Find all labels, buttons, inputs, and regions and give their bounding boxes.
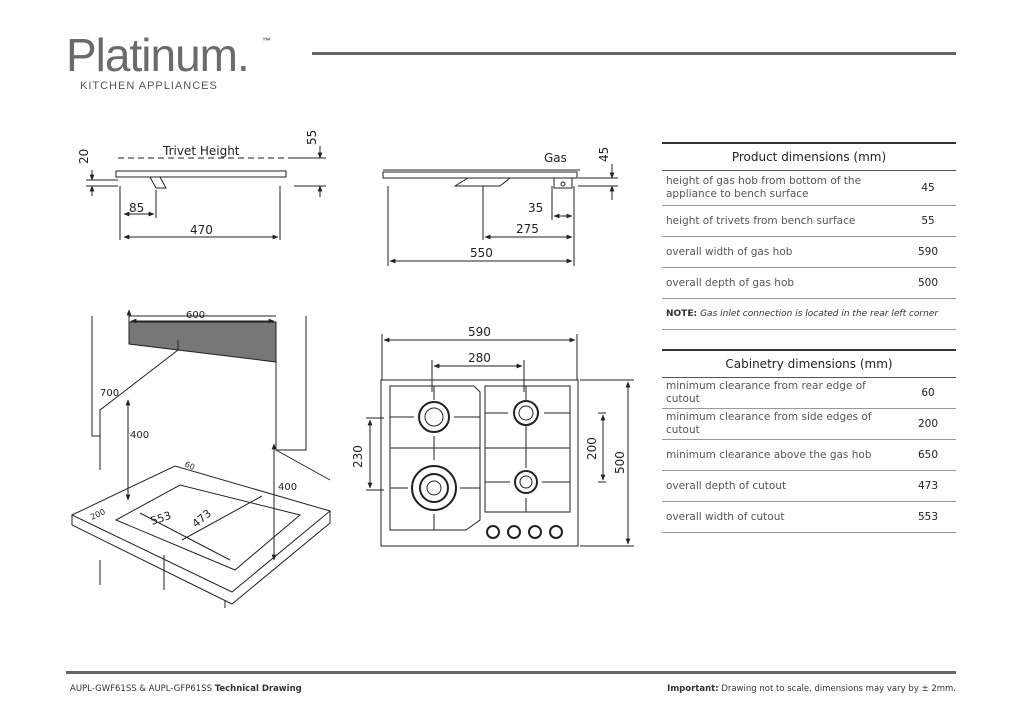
footer-model-info: AUPL-GWF61SS & AUPL-GFP61SS Technical Dr… [70, 684, 302, 694]
row-value: 200 [917, 418, 939, 430]
dim-280: 280 [468, 351, 491, 365]
table-row: overall depth of gas hob 500 [662, 268, 956, 299]
row-value: 553 [917, 511, 939, 523]
dim-470: 470 [190, 223, 213, 237]
row-label: overall width of gas hob [666, 245, 793, 258]
header-rule [312, 52, 956, 55]
important-label: Important: [667, 684, 719, 694]
footer-disclaimer: Important: Drawing not to scale, dimensi… [667, 684, 956, 694]
row-label: overall depth of gas hob [666, 276, 795, 289]
dim-400-right: 400 [278, 482, 297, 493]
product-table-title: Product dimensions (mm) [662, 142, 956, 171]
dim-550: 550 [470, 246, 493, 260]
table-row: overall width of cutout 553 [662, 502, 956, 533]
row-label: overall depth of cutout [666, 479, 787, 492]
dim-20: 20 [77, 149, 91, 164]
table-row: minimum clearance from rear edge of cuto… [662, 378, 956, 409]
important-text: Drawing not to scale, dimensions may var… [721, 684, 956, 694]
table-row: overall width of gas hob 590 [662, 237, 956, 268]
table-row: minimum clearance from side edges of cut… [662, 409, 956, 440]
table-row: overall depth of cutout 473 [662, 471, 956, 502]
dim-590: 590 [468, 325, 491, 339]
row-value: 60 [921, 387, 935, 399]
side-view-drawing [86, 146, 326, 240]
note-label: NOTE: [666, 309, 698, 319]
dim-35: 35 [528, 201, 543, 215]
cabinetry-table-title: Cabinetry dimensions (mm) [662, 349, 956, 378]
row-value: 473 [917, 480, 939, 492]
dim-55: 55 [305, 130, 319, 145]
document-type: Technical Drawing [214, 684, 302, 694]
dim-60: 60 [183, 460, 196, 472]
dim-400-left: 400 [130, 430, 149, 441]
gas-inlet-note: NOTE: Gas inlet connection is located in… [662, 299, 956, 330]
row-value: 55 [921, 215, 935, 227]
row-value: 590 [917, 246, 939, 258]
row-label: minimum clearance from rear edge of cuto… [666, 380, 866, 405]
row-value: 500 [917, 277, 939, 289]
gas-label: Gas [544, 151, 567, 165]
row-value: 650 [917, 449, 939, 461]
dim-275: 275 [516, 222, 539, 236]
row-value: 45 [921, 182, 935, 194]
row-label: overall width of cutout [666, 510, 785, 523]
footer-rule [66, 671, 956, 674]
dim-45: 45 [597, 147, 611, 162]
table-row: height of gas hob from bottom of the app… [662, 171, 956, 206]
dim-500: 500 [613, 451, 627, 474]
model-numbers: AUPL-GWF61SS & AUPL-GFP61SS [70, 684, 212, 694]
trivet-height-label: Trivet Height [162, 144, 240, 158]
dim-200: 200 [89, 507, 107, 522]
cabinet-3d-drawing [70, 309, 332, 608]
brand-logo: Platinum. ™ KITCHEN APPLIANCES [66, 29, 271, 92]
row-label: height of gas hob from bottom of the app… [666, 175, 862, 200]
dim-553: 553 [149, 509, 173, 528]
dim-700: 700 [100, 388, 119, 399]
dim-85: 85 [129, 201, 144, 215]
trademark-symbol: ™ [262, 36, 271, 46]
product-dimensions-table: Product dimensions (mm) height of gas ho… [662, 142, 956, 330]
dim-200-top: 200 [585, 437, 599, 460]
dim-473: 473 [190, 507, 214, 530]
dim-230: 230 [351, 445, 365, 468]
row-label: minimum clearance from side edges of cut… [666, 411, 872, 436]
dim-600: 600 [186, 310, 205, 321]
table-row: height of trivets from bench surface 55 [662, 206, 956, 237]
top-view-drawing [366, 334, 634, 547]
table-row: minimum clearance above the gas hob 650 [662, 440, 956, 471]
note-text: Gas inlet connection is located in the r… [700, 309, 939, 319]
brand-tagline: KITCHEN APPLIANCES [80, 80, 218, 92]
row-label: height of trivets from bench surface [666, 214, 856, 227]
brand-name: Platinum. [66, 29, 250, 81]
row-label: minimum clearance above the gas hob [666, 448, 872, 461]
cabinetry-dimensions-table: Cabinetry dimensions (mm) minimum cleara… [662, 349, 956, 533]
rear-view-drawing [382, 164, 618, 266]
